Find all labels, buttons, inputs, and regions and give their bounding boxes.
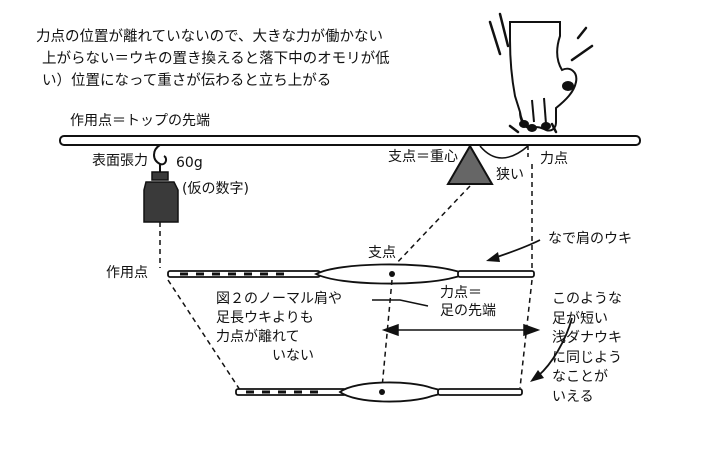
- right-note-line: このような: [552, 291, 622, 307]
- weight-value-label: 60g: [176, 155, 203, 171]
- tentative-number-label: (仮の数字): [182, 181, 249, 197]
- narrow-angle-arc: [479, 145, 529, 159]
- action-point-label: 作用点: [106, 265, 148, 281]
- upper-float: [167, 263, 535, 285]
- caption-line-1: 力点の位置が離れていないので、大きな力が働かない: [36, 29, 383, 45]
- triangle-fulcrum-icon: [446, 144, 494, 185]
- right-note-line: 浅ダナウキ: [552, 330, 622, 346]
- effort-point-label: 力点: [540, 151, 568, 167]
- fig2-note-line: 力点が離れて: [216, 329, 300, 345]
- fig2-note-line: いない: [272, 348, 314, 364]
- right-note-line: に同じよう: [552, 349, 622, 366]
- fig2-leader-line: [372, 299, 429, 307]
- effort-point-foot-label-2: 足の先端: [440, 303, 496, 319]
- motion-lines-icon: [488, 12, 594, 134]
- right-note: このような 足が短い 浅ダナウキ に同じよう なことが いえる: [552, 290, 622, 407]
- upper-fulcrum-dot: [389, 271, 395, 277]
- effort-point-foot-label-1: 力点＝: [440, 285, 482, 301]
- fig2-note: 図２のノーマル肩や 足長ウキよりも 力点が離れて いない: [216, 290, 342, 366]
- caption-line-3: い）位置になって重さが伝わると立ち上がる: [42, 73, 332, 89]
- right-note-line: なことが: [552, 369, 608, 385]
- lever-bar: [59, 135, 641, 146]
- fulcrum-guide-line: [391, 185, 471, 269]
- distance-arrow: [381, 323, 541, 337]
- fig2-note-line: 図２のノーマル肩や: [216, 291, 342, 307]
- action-point-top-label: 作用点＝トップの先端: [70, 113, 210, 129]
- right-note-arrow: [530, 317, 573, 382]
- mid-fulcrum-line: [381, 279, 393, 389]
- right-note-line: 足が短い: [552, 310, 608, 327]
- sinker-weight-icon: [143, 144, 179, 223]
- hand-icon: [509, 21, 578, 132]
- narrow-label: 狭い: [496, 167, 524, 183]
- surface-tension-label: 表面張力: [92, 153, 148, 169]
- nadegata-float-label: なで肩のウキ: [548, 231, 632, 247]
- right-note-line: いえる: [552, 388, 594, 405]
- nadegata-arrow: [486, 239, 541, 262]
- fulcrum-label: 支点: [368, 245, 396, 261]
- fulcrum-center-label: 支点＝重心: [388, 149, 458, 165]
- lower-fulcrum-dot: [379, 389, 385, 395]
- fig2-note-line: 足長ウキよりも: [216, 310, 314, 326]
- caption-line-2: 上がらない＝ウキの置き換えると落下中のオモリが低: [42, 51, 390, 67]
- left-converge-line: [167, 279, 241, 391]
